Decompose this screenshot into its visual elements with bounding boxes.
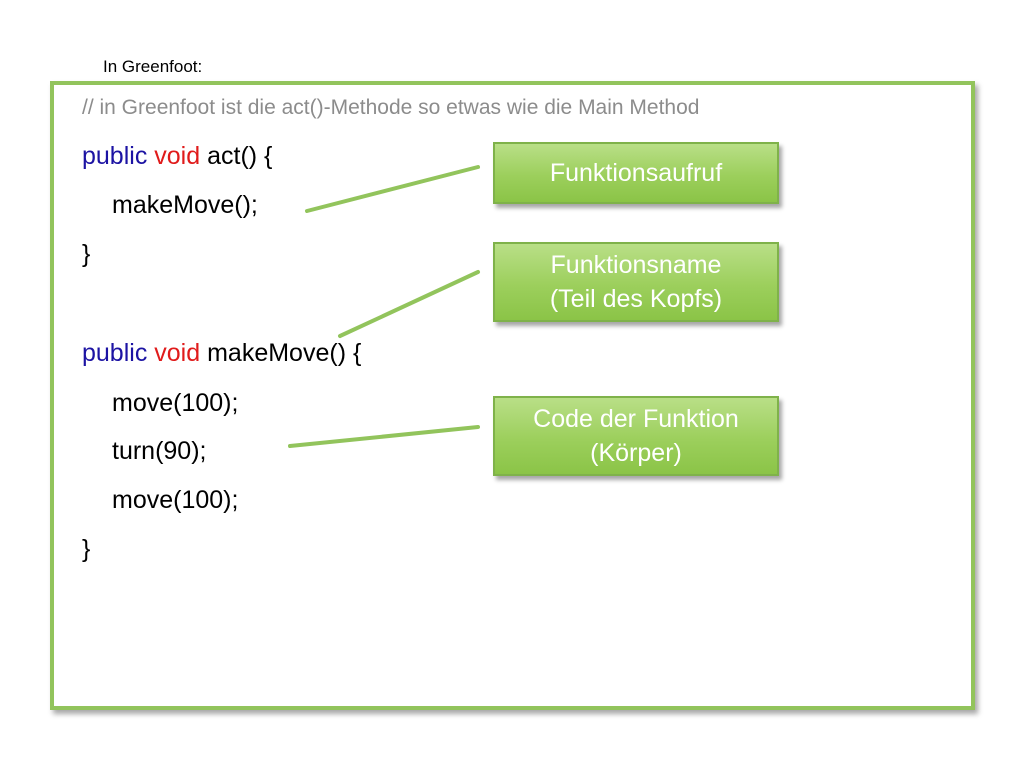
code-text: act() {: [200, 142, 273, 170]
code-line-makemove-call: makeMove();: [112, 191, 258, 219]
keyword-public: public: [82, 339, 148, 367]
keyword-public: public: [82, 142, 148, 170]
keyword-void: void: [154, 142, 201, 170]
callout-funktionsname: Funktionsname (Teil des Kopfs): [493, 242, 779, 322]
callout-sublabel: (Körper): [590, 439, 682, 467]
keyword-void: void: [154, 339, 201, 367]
code-line-turn: turn(90);: [112, 437, 207, 465]
code-line-closing-brace: }: [82, 240, 91, 268]
code-line-act-header: public void act() {: [82, 142, 272, 171]
code-line-move-2: move(100);: [112, 486, 239, 514]
callout-sublabel: (Teil des Kopfs): [549, 285, 723, 313]
code-line-makemove-header: public void makeMove() {: [82, 339, 361, 368]
code-line-closing-brace: }: [82, 535, 91, 563]
code-text: makeMove() {: [200, 339, 362, 367]
code-line-move-1: move(100);: [112, 389, 239, 417]
callout-label: Code der Funktion: [533, 405, 739, 433]
slide-caption: In Greenfoot:: [103, 57, 203, 76]
callout-funktionsaufruf: Funktionsaufruf: [493, 142, 779, 204]
code-comment: // in Greenfoot ist die act()-Methode so…: [82, 96, 700, 119]
callout-label: Funktionsaufruf: [549, 159, 723, 187]
callout-code-der-funktion: Code der Funktion (Körper): [493, 396, 779, 476]
callout-label: Funktionsname: [550, 251, 722, 279]
